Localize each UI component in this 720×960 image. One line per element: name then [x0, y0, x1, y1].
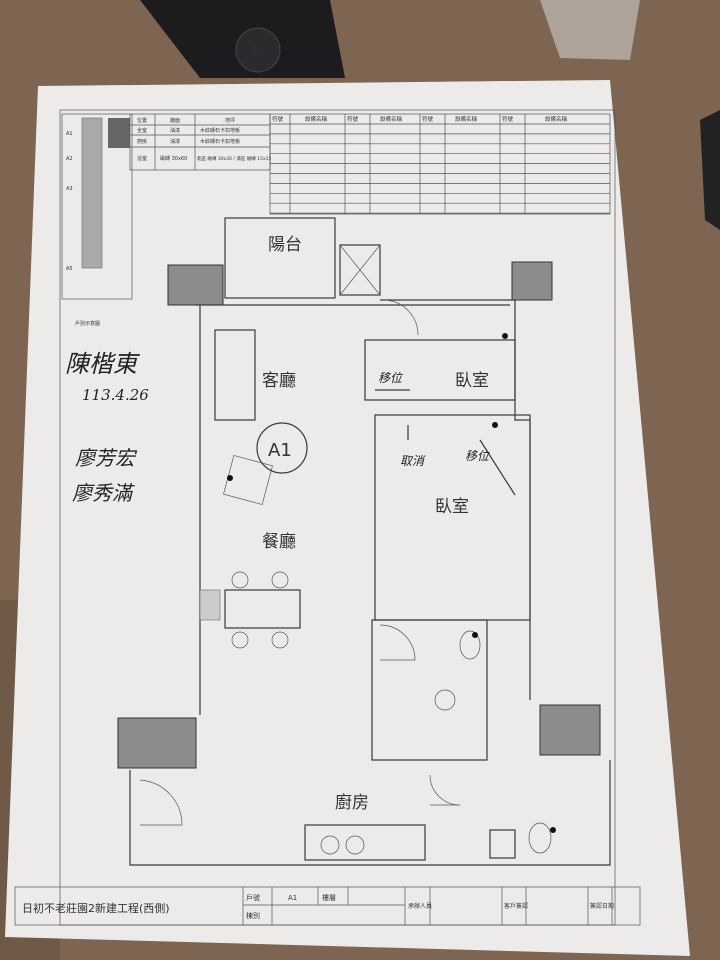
signature-date: 113.4.26	[82, 386, 149, 404]
cell: 乾區 磁磚 30x30 / 濕區 磁磚 15x15	[197, 155, 271, 162]
header: 牆面	[170, 117, 180, 124]
legend-header: 設備名稱	[380, 115, 403, 123]
room-label-kitchen: 廚房	[335, 792, 369, 813]
wall-column	[167, 264, 224, 306]
floor-plan: 陽台 客廳 餐廳 臥室 臥室 廚房 A1 移位 取消 移位	[117, 217, 611, 866]
header: 地坪	[225, 117, 235, 124]
plastic-bag	[540, 0, 640, 60]
project-title: 日初不老莊園2新建工程(西側)	[22, 901, 170, 915]
cell: 廚房	[137, 138, 147, 145]
dining-table	[224, 589, 301, 629]
unit-no-value: A1	[288, 894, 297, 902]
cell: 全室	[137, 127, 147, 134]
legend-header: 設備名稱	[305, 115, 328, 123]
signature-name: 廖芳宏	[75, 446, 138, 470]
keyplan-label: A3	[66, 186, 73, 192]
header: 位置	[137, 117, 147, 124]
keyplan-label: A2	[66, 156, 73, 162]
sofa	[214, 329, 256, 421]
wall-column	[539, 704, 601, 756]
handwritten-signatures: 陳楷東 113.4.26 廖芳宏 廖秀滿	[65, 350, 149, 505]
ok-label: OK	[251, 46, 266, 57]
title-block: 日初不老莊園2新建工程(西側) 戶號 A1 樓層 棟別 承辦人員 客戶簽認 簽認…	[14, 886, 641, 926]
wall-column	[511, 261, 553, 301]
cell: 浴室	[137, 155, 147, 162]
finish-table: A1 A2 A3 A5 戶別示意圖 位置 牆面 地坪 全室 油漆 木紋磚石卡扣地…	[61, 113, 271, 327]
keyplan-label: A5	[66, 266, 73, 272]
room-label-bedroom-2: 臥室	[435, 497, 469, 517]
signature-name: 陳楷東	[65, 350, 141, 378]
unit-no-label: 戶號	[246, 893, 260, 902]
handwritten-note-move: 移位	[465, 449, 490, 463]
handwritten-note-move: 移位	[378, 371, 403, 385]
signature-name: 廖秀滿	[72, 481, 135, 505]
keyplan-label: A1	[66, 131, 73, 137]
legend-header: 設備名稱	[545, 115, 568, 123]
legend-table: 符號 設備名稱 符號 設備名稱 符號 設備名稱 符號 設備名稱	[269, 113, 611, 215]
entry-door	[139, 779, 183, 826]
handler-label: 承辦人員	[408, 902, 432, 910]
shaft	[339, 244, 381, 296]
cell: 磁磚 30x60	[160, 155, 187, 162]
keyplan-caption: 戶別示意圖	[75, 320, 100, 327]
cell: 木紋磚石卡扣地板	[200, 127, 240, 134]
legend-header: 符號	[272, 115, 284, 123]
balcony	[224, 217, 336, 299]
unit-tag-circle	[256, 422, 308, 474]
building-label: 棟別	[246, 911, 260, 920]
legend-header: 符號	[347, 115, 359, 123]
room-label-dining: 餐廳	[262, 532, 296, 552]
wall-column	[117, 717, 197, 769]
bathroom	[371, 619, 488, 761]
bedroom-1	[364, 339, 516, 401]
dark-object	[700, 110, 720, 230]
toilet	[459, 630, 481, 660]
cell: 油漆	[170, 138, 180, 145]
handwritten-note-cancel: 取消	[400, 454, 426, 468]
room-label-balcony: 陽台	[268, 235, 302, 255]
tv-remote: OK	[140, 0, 345, 78]
unit-tag: A1	[268, 440, 292, 461]
legend-header: 設備名稱	[455, 115, 478, 123]
cell: 油漆	[170, 127, 180, 134]
sign-date-label: 簽認日期	[590, 902, 614, 910]
room-label-living: 客廳	[262, 371, 296, 391]
legend-header: 符號	[422, 115, 434, 123]
floor-drain	[434, 689, 456, 711]
legend-header: 符號	[502, 115, 514, 123]
client-sign-label: 客戶簽認	[504, 902, 528, 910]
cell: 木紋磚石卡扣地板	[200, 138, 240, 145]
floor-label: 樓層	[322, 893, 336, 902]
kitchen-counter	[304, 824, 426, 861]
room-label-bedroom-1: 臥室	[455, 371, 489, 391]
